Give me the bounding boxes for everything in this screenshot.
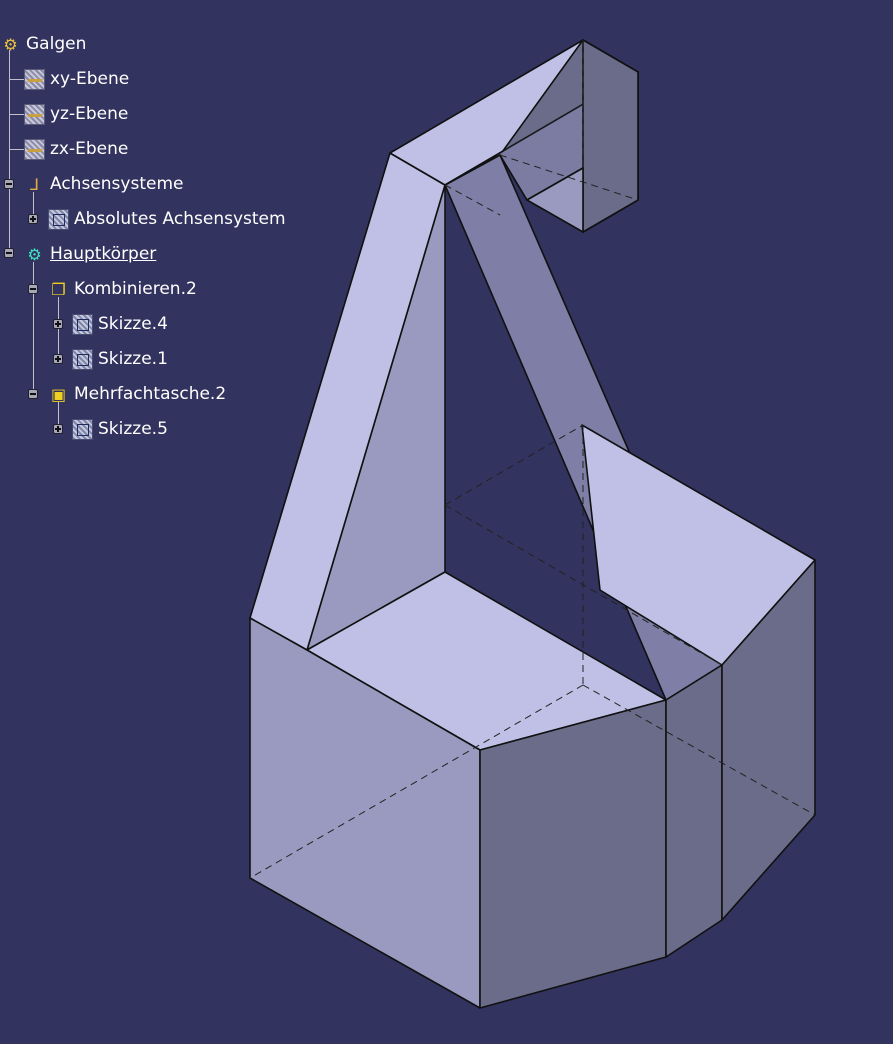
- body-gear-icon: ⚙: [27, 244, 42, 264]
- pocket-icon: ▣: [50, 384, 67, 404]
- tree-node-axis-systems[interactable]: ⅃ Achsensysteme: [24, 172, 185, 196]
- tree-node-label: yz-Ebene: [50, 104, 129, 124]
- plane-icon: [24, 103, 45, 125]
- tree-branch: [10, 114, 24, 115]
- tree-node-plane-zx[interactable]: zx-Ebene: [24, 137, 130, 161]
- tree-node-plane-yz[interactable]: yz-Ebene: [24, 102, 130, 126]
- tree-branch: [10, 79, 24, 80]
- expand-toggle[interactable]: [28, 214, 38, 224]
- tree-node-label: Absolutes Achsensystem: [74, 209, 286, 229]
- hook-front-face: [582, 39, 639, 233]
- tree-node-combine[interactable]: ❒ Kombinieren.2: [48, 277, 199, 301]
- base-front-face: [479, 699, 667, 1009]
- tree-node-plane-xy[interactable]: xy-Ebene: [24, 67, 131, 91]
- collapse-toggle[interactable]: [4, 179, 14, 189]
- base-chamfer-face: [665, 664, 723, 958]
- expand-toggle[interactable]: [53, 319, 63, 329]
- tree-node-label: Skizze.1: [98, 349, 168, 369]
- hook-notch-face: [526, 167, 584, 233]
- tree-node-label: Galgen: [26, 34, 87, 54]
- tree-node-main-body[interactable]: ⚙ Hauptkörper: [24, 242, 158, 266]
- tree-node-root[interactable]: ⚙ Galgen: [0, 32, 88, 56]
- plane-icon: [24, 138, 45, 160]
- tree-node-sketch-4[interactable]: Skizze.4: [72, 312, 170, 336]
- tree-node-label: Achsensysteme: [50, 174, 184, 194]
- sketch-icon: [72, 348, 93, 370]
- tree-node-multi-pocket[interactable]: ▣ Mehrfachtasche.2: [48, 382, 228, 406]
- tree-trunk-line: [9, 50, 10, 253]
- tree-branch: [58, 402, 59, 430]
- tree-node-label: Skizze.4: [98, 314, 168, 334]
- sketch-icon: [72, 313, 93, 335]
- expand-toggle[interactable]: [53, 424, 63, 434]
- tree-node-label: zx-Ebene: [50, 139, 129, 159]
- part-document-icon: ⚙: [3, 34, 18, 54]
- expand-toggle[interactable]: [53, 354, 63, 364]
- tree-node-absolute-axis[interactable]: Absolutes Achsensystem: [48, 207, 288, 231]
- collapse-toggle[interactable]: [28, 389, 38, 399]
- tree-branch: [10, 149, 24, 150]
- tree-node-label: Kombinieren.2: [74, 279, 197, 299]
- axis-system-icon: ⅃: [30, 174, 39, 194]
- tree-node-label: Skizze.5: [98, 419, 168, 439]
- tree-node-label: Hauptkörper: [50, 244, 157, 264]
- tree-node-sketch-5[interactable]: Skizze.5: [72, 417, 170, 441]
- tree-branch: [33, 192, 34, 220]
- plane-icon: [24, 68, 45, 90]
- hidden-edges: [249, 40, 816, 879]
- tree-branch: [33, 262, 34, 395]
- collapse-toggle[interactable]: [28, 284, 38, 294]
- tree-node-label: Mehrfachtasche.2: [74, 384, 227, 404]
- tree-node-label: xy-Ebene: [50, 69, 130, 89]
- combine-cube-icon: ❒: [51, 279, 66, 299]
- axis-system-icon: [48, 208, 69, 230]
- tree-node-sketch-1[interactable]: Skizze.1: [72, 347, 170, 371]
- collapse-toggle[interactable]: [4, 248, 14, 258]
- sketch-icon: [72, 418, 93, 440]
- specification-tree[interactable]: ⚙ Galgen xy-Ebene yz-Ebene zx-Ebene ⅃ Ac…: [0, 0, 330, 450]
- gallows-part-model[interactable]: [249, 39, 816, 1009]
